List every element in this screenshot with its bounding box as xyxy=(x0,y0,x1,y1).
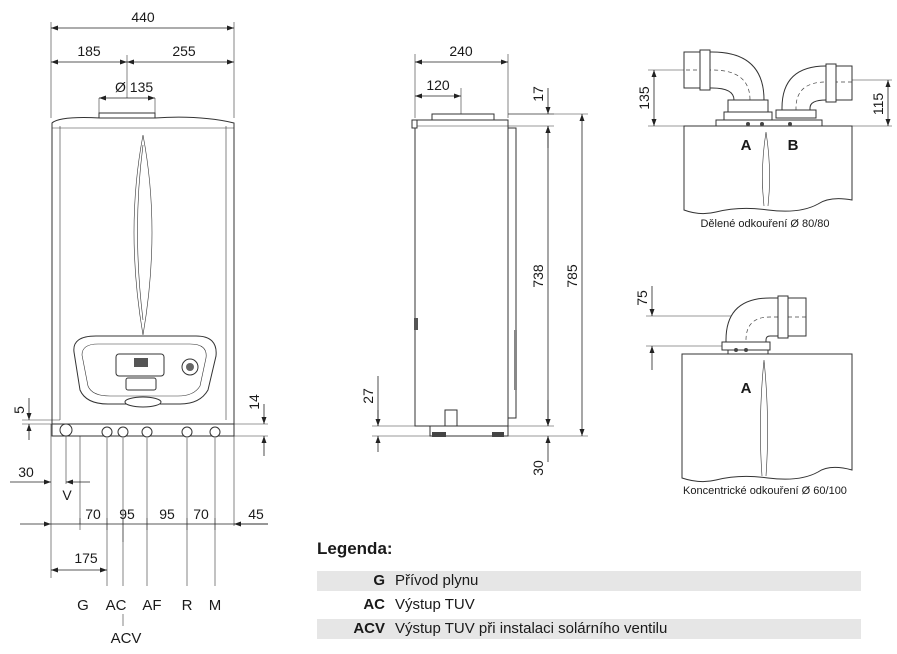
front-view: 440 185 255 Ø 135 xyxy=(10,9,268,647)
dim-spacing-3: 95 xyxy=(159,506,175,522)
legend-text: Výstup TUV xyxy=(395,596,475,613)
dim-sub: 175 xyxy=(74,550,98,566)
dim-coaxial-h: 75 xyxy=(634,290,650,306)
connection-af: AF xyxy=(142,597,161,614)
split-label-b: B xyxy=(788,137,799,154)
dim-right: 255 xyxy=(172,43,196,59)
legend-title: Legenda: xyxy=(317,539,393,558)
dim-split-right: 115 xyxy=(870,93,886,116)
dim-flue-offset: 120 xyxy=(426,77,450,93)
legend-code: ACV xyxy=(353,620,385,637)
dim-depth: 240 xyxy=(449,43,473,59)
dim-flue-diameter: Ø 135 xyxy=(115,79,153,95)
coaxial-label-a: A xyxy=(741,380,752,397)
dim-bottom-right: 30 xyxy=(530,460,546,476)
coaxial-flue-view: 75 A Koncentrické odkouření Ø 60/100 xyxy=(634,286,853,497)
side-view: 240 120 17 738 785 xyxy=(360,43,588,476)
dim-top: 17 xyxy=(530,86,546,102)
split-label-a: A xyxy=(741,137,752,154)
connection-ac: AC xyxy=(106,597,127,614)
legend-row: ACV Výstup TUV při instalaci solárního v… xyxy=(317,619,861,639)
dim-left: 185 xyxy=(77,43,101,59)
dim-bottom-gap: 5 xyxy=(11,406,27,414)
legend-text: Přívod plynu xyxy=(395,572,479,589)
label-v: V xyxy=(62,487,72,503)
dim-height-total: 785 xyxy=(564,264,580,288)
connection-g: G xyxy=(77,597,89,614)
legend-row: G Přívod plynu xyxy=(317,571,861,591)
dim-pipe-height: 14 xyxy=(246,394,262,410)
legend-code: G xyxy=(373,572,385,589)
connection-acv: ACV xyxy=(111,630,142,647)
dim-spacing-4: 70 xyxy=(193,506,209,522)
dim-v-offset: 30 xyxy=(18,464,34,480)
dim-split-left: 135 xyxy=(636,86,652,110)
dim-width: 440 xyxy=(131,9,155,25)
coaxial-flue-caption: Koncentrické odkouření Ø 60/100 xyxy=(683,485,847,497)
dim-bottom-left: 27 xyxy=(360,388,376,404)
connection-r: R xyxy=(182,597,193,614)
legend-text: Výstup TUV při instalaci solárního venti… xyxy=(395,620,668,637)
dim-spacing-5: 45 xyxy=(248,506,264,522)
connection-m: M xyxy=(209,597,222,614)
dim-spacing-2: 95 xyxy=(119,506,135,522)
split-flue-view: 135 115 A B Dělené odkouření Ø 80/80 xyxy=(636,49,892,230)
dim-spacing-1: 70 xyxy=(85,506,101,522)
legend: G Přívod plynu AC Výstup TUV ACV Výstup … xyxy=(317,571,861,643)
legend-row: AC Výstup TUV xyxy=(317,595,861,615)
dim-height-inner: 738 xyxy=(530,264,546,288)
legend-code: AC xyxy=(363,596,385,613)
split-flue-caption: Dělené odkouření Ø 80/80 xyxy=(700,218,829,230)
